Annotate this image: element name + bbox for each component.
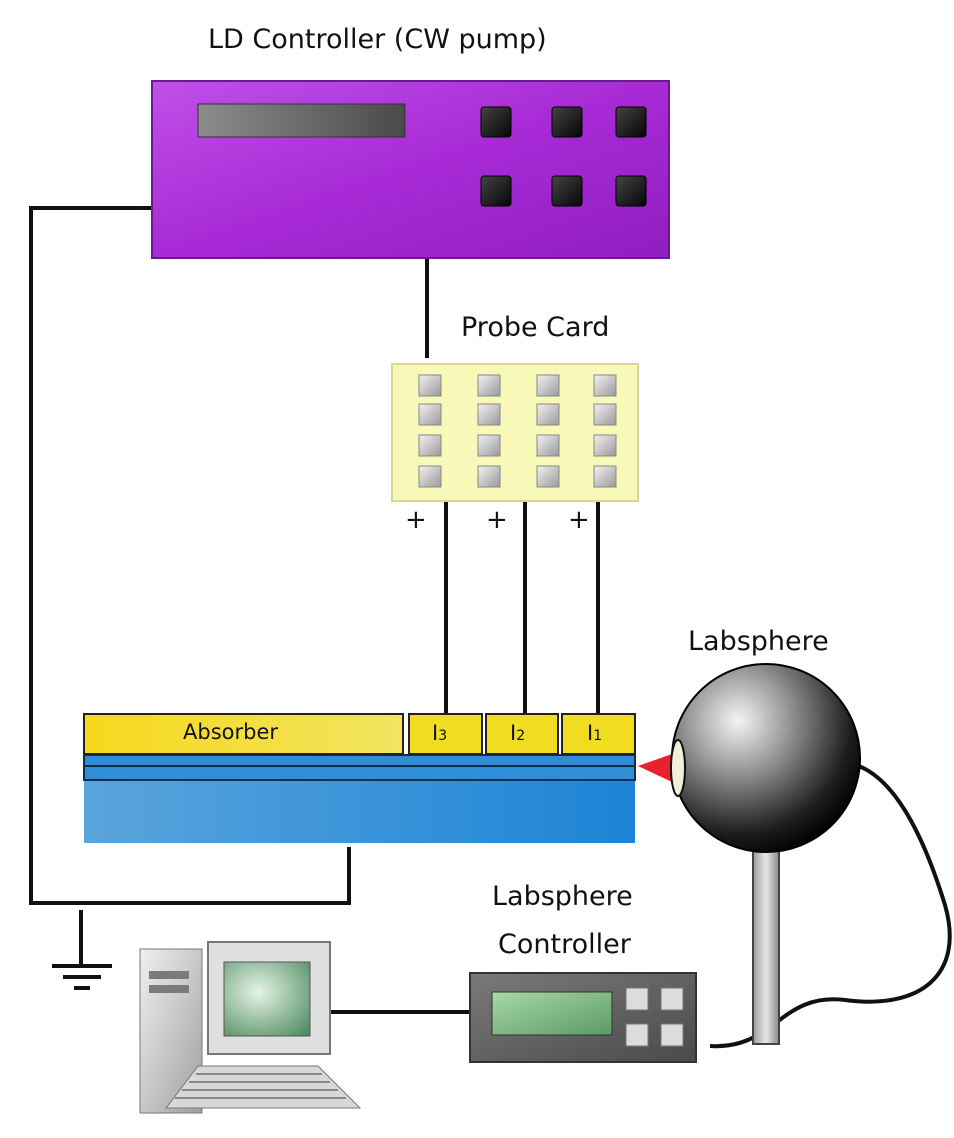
probe-pad <box>593 403 617 426</box>
controller-display <box>491 991 613 1036</box>
probe-pad <box>418 403 442 426</box>
absorber-section <box>83 713 404 755</box>
probe-pads <box>418 374 617 488</box>
section-i3-prefix: I <box>432 721 439 745</box>
ld-display <box>197 103 406 138</box>
section-i1-sub: 1 <box>593 728 603 744</box>
probe-pad <box>593 434 617 457</box>
controller-buttons <box>625 987 684 1047</box>
ld-controller-label: LD Controller (CW pump) <box>208 24 547 55</box>
probe-card-label: Probe Card <box>461 312 610 343</box>
absorber-label: Absorber <box>183 720 279 744</box>
probe-pad <box>418 374 442 397</box>
device-chip <box>83 713 636 843</box>
labsphere-label: Labsphere <box>688 626 829 657</box>
labsphere-post <box>752 819 780 1045</box>
plus-sign-i3: + <box>405 505 427 535</box>
section-i2 <box>485 713 559 755</box>
labsphere-controller <box>469 972 697 1063</box>
probe-card <box>391 363 639 502</box>
labsphere-controller-label-line2: Controller <box>498 929 631 960</box>
ground-wire <box>29 206 351 905</box>
plus-sign-i2: + <box>486 505 508 535</box>
probe-pad <box>536 465 560 488</box>
probe-pad <box>477 434 501 457</box>
pc-screen <box>223 961 311 1037</box>
probe-pad <box>536 374 560 397</box>
substrate <box>84 780 635 843</box>
probe-pad <box>477 374 501 397</box>
section-i3-label: I3 <box>432 721 447 745</box>
emission-beam <box>638 754 672 782</box>
ld-buttons <box>480 106 647 207</box>
section-i3-sub: 3 <box>438 728 448 744</box>
labsphere <box>670 663 861 1045</box>
probe-pad <box>477 403 501 426</box>
section-i2-prefix: I <box>510 721 517 745</box>
labsphere-port <box>670 739 686 797</box>
plus-sign-i1: + <box>568 505 590 535</box>
probe-pad <box>593 465 617 488</box>
labsphere-sphere <box>671 663 861 853</box>
probe-pad <box>477 465 501 488</box>
computer-icon <box>139 941 362 1114</box>
section-i2-label: I2 <box>510 721 525 745</box>
ld-controller <box>151 80 670 259</box>
ground-icon <box>52 964 112 990</box>
probe-pad <box>536 403 560 426</box>
section-i3 <box>408 713 483 755</box>
probe-pad <box>418 465 442 488</box>
labsphere-controller-label-line1: Labsphere <box>492 881 633 912</box>
layer-stack <box>83 754 636 781</box>
section-i1-label: I1 <box>587 721 602 745</box>
section-i1 <box>561 713 636 755</box>
probe-pad <box>593 374 617 397</box>
pc-keyboard <box>164 1065 362 1109</box>
probe-pad <box>418 434 442 457</box>
probe-pad <box>536 434 560 457</box>
section-i1-prefix: I <box>587 721 594 745</box>
section-i2-sub: 2 <box>516 728 526 744</box>
